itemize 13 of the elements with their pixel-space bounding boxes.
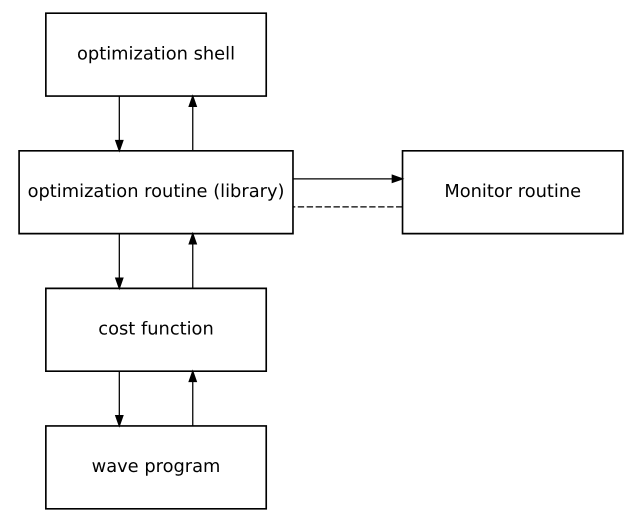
arrow (114, 234, 124, 290)
arrow (293, 174, 404, 184)
arrow (188, 94, 198, 151)
arrow (114, 96, 124, 153)
node-box: optimization routine (library) (18, 150, 294, 234)
arrow (188, 369, 198, 426)
node-box: optimization shell (45, 12, 268, 97)
connector (293, 206, 402, 208)
node-box: Monitor routine (402, 150, 624, 234)
node-box: cost function (45, 288, 268, 372)
arrow (188, 232, 198, 288)
node-box: wave program (45, 425, 268, 510)
arrow (114, 371, 124, 428)
